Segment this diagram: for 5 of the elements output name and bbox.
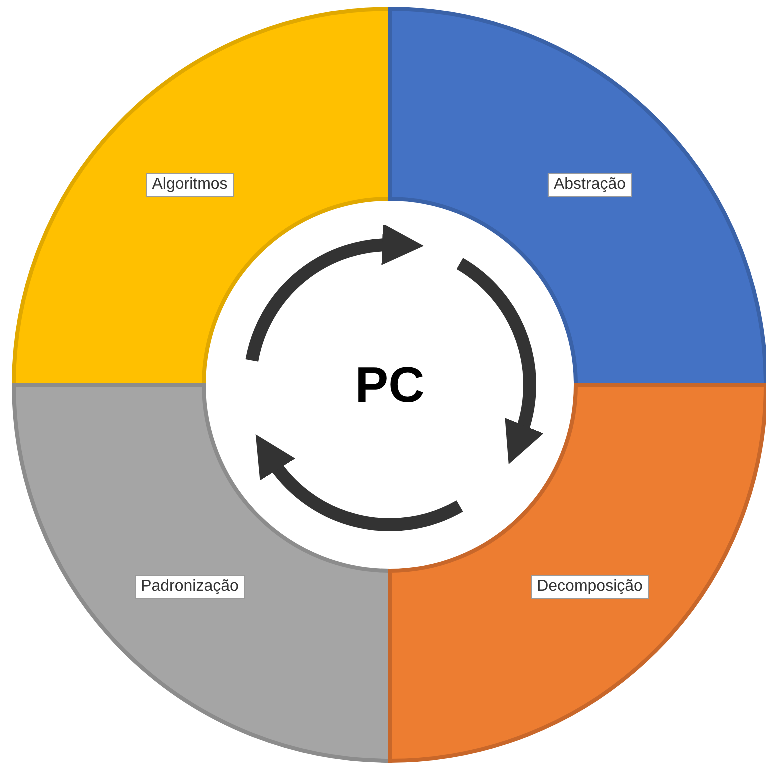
center-title: PC bbox=[355, 356, 425, 414]
segment-label: Algoritmos bbox=[146, 173, 234, 197]
segment-label: Abstração bbox=[548, 173, 632, 197]
segment-label: Padronização bbox=[135, 575, 245, 599]
segment-label: Decomposição bbox=[531, 575, 649, 599]
